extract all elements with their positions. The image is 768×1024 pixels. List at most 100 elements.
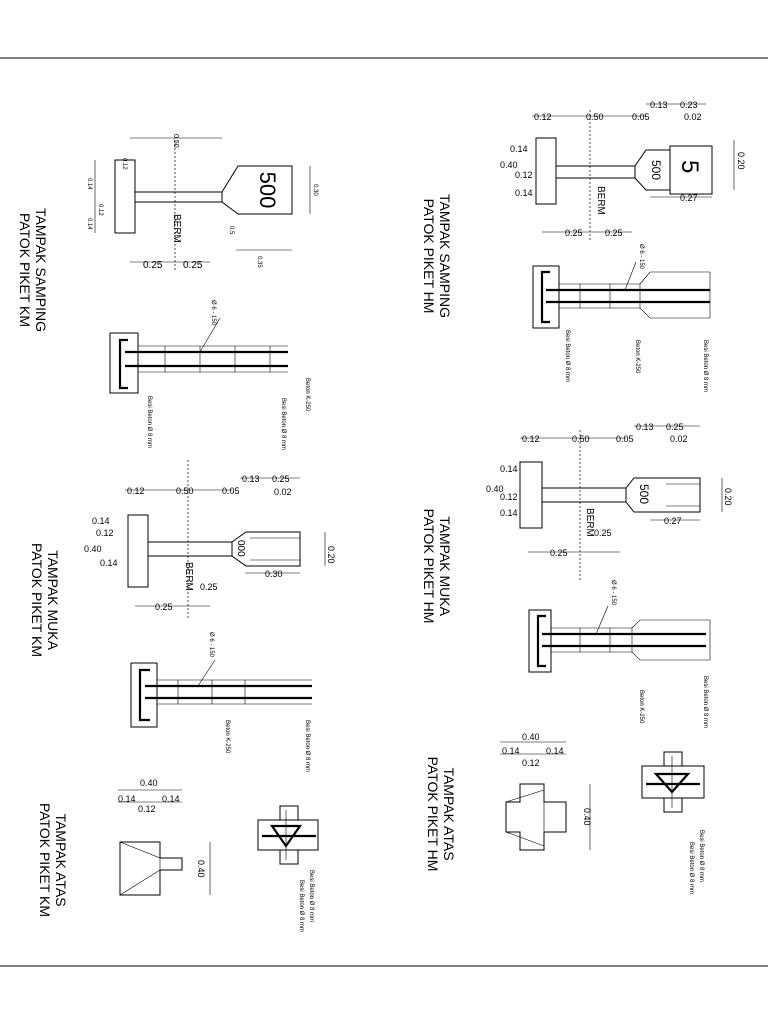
dim-label: 0.12 [97, 204, 103, 216]
dim-label: 0.12 [500, 492, 518, 502]
dim-label: 0.20 [736, 152, 746, 170]
side-view-km: 500 BERM 0.50 0.12 0.14 0.12 0.14 0.30 0… [86, 134, 318, 271]
tie-label: Ø 6 - 150 [208, 632, 214, 658]
title-muka-hm-line2: PATOK PIKET HM [421, 509, 437, 624]
rebar-label: Besi Beton Ø 8 mm [304, 720, 310, 772]
dim-label: 0.14 [92, 516, 110, 526]
dim-label: 0.02 [670, 434, 688, 444]
dim-label: 0.12 [522, 434, 540, 444]
side-rebar-km: Ø 6 - 150 Beton K-250 Besi Beton Ø 8 mm … [109, 300, 310, 450]
dim-label: 0.12 [522, 758, 540, 768]
side-rebar-hm: Ø 6 - 150 Beton K-250 Besi Beton Ø 8 mm … [532, 244, 711, 392]
dim-label: 0.25 [183, 260, 203, 271]
km-front-plate [231, 531, 301, 567]
dim-label: 0.14 [86, 218, 92, 230]
dim-label: 0.25 [143, 260, 163, 271]
hm-number-plate [669, 145, 713, 195]
title-muka-km: TAMPAK MUKA PATOK PIKET KM [29, 543, 61, 657]
dim-label: 0.40 [196, 860, 206, 878]
front-view-km: 000 BERM 0.12 0.50 0.05 0.13 0.25 0.02 0… [84, 460, 336, 620]
dim-label: 0.5 [228, 226, 234, 235]
dim-label: 0.14 [510, 144, 528, 154]
title-muka-km-line2: PATOK PIKET KM [29, 543, 45, 657]
dim-label: 0.30 [265, 569, 283, 579]
tie-label: Ø 6 - 150 [610, 580, 616, 606]
rebar-label: Besi Beton Ø 8 mm [146, 396, 152, 448]
km-front-plate-number: 000 [235, 540, 246, 557]
title-atas-hm-line1: TAMPAK ATAS [441, 767, 457, 860]
dim-label: 0.14 [515, 188, 533, 198]
tie-label: Ø 6 - 150 [210, 300, 216, 326]
dim-label: 0.14 [502, 746, 520, 756]
title-atas-km: TAMPAK ATAS PATOK PIKET KM [37, 803, 69, 917]
dim-label: 0.20 [326, 546, 336, 564]
dim-label: 0.40 [84, 544, 102, 554]
dim-label: 0.13 [242, 474, 260, 484]
title-samping-hm-line1: TAMPAK SAMPING [437, 194, 453, 318]
tie-label: Ø 6 - 150 [638, 244, 644, 270]
rebar-label: Besi Beton Ø 8 mm [702, 340, 708, 392]
dim-label: 0.12 [121, 158, 127, 170]
dim-label: 0.27 [680, 193, 698, 203]
rebar-label: Besi Beton Ø 8 mm [280, 398, 286, 450]
hm-front-plate-label: 500 [637, 484, 651, 504]
km-plate [221, 165, 293, 215]
rebar-label: Besi Beton Ø 8 mm [698, 830, 704, 882]
berm-label: BERM [584, 508, 595, 537]
rebar-label: Besi Beton Ø 8 mm [298, 880, 304, 932]
title-muka-hm-line1: TAMPAK MUKA [437, 516, 453, 616]
dim-label: 0.14 [546, 746, 564, 756]
rebar-label: Besi Beton Ø 8 mm [688, 842, 694, 894]
dim-label: 0.27 [664, 516, 682, 526]
title-muka-hm: TAMPAK MUKA PATOK PIKET HM [421, 509, 453, 624]
dim-label: 0.12 [534, 112, 552, 122]
title-atas-hm: TAMPAK ATAS PATOK PIKET HM [425, 757, 457, 872]
concrete-label: Beton K-250 [634, 340, 640, 374]
rebar-label: Besi Beton Ø 8 mm [564, 330, 570, 382]
hm-side-plate-label: 500 [649, 160, 663, 180]
dim-label: 0.25 [550, 548, 568, 558]
dim-label: 0.50 [172, 134, 179, 148]
title-samping-hm-line2: PATOK PIKET HM [421, 199, 437, 314]
title-samping-km-line2: PATOK PIKET KM [17, 213, 33, 327]
dim-label: 0.40 [582, 808, 592, 826]
dim-label: 0.12 [127, 486, 145, 496]
dim-label: 0.23 [680, 100, 698, 110]
title-atas-hm-line2: PATOK PIKET HM [425, 757, 441, 872]
front-view-hm: 500 BERM 0.12 0.50 0.05 0.13 0.25 0.02 0… [486, 422, 733, 582]
km-plate-number: 500 [255, 172, 280, 209]
dim-label: 0.40 [486, 484, 504, 494]
concrete-label: Beton K-250 [638, 690, 644, 724]
dim-label: 0.12 [515, 170, 533, 180]
dim-label: 0.30 [312, 184, 318, 196]
title-muka-km-line1: TAMPAK MUKA [45, 550, 61, 650]
dim-label: 0.25 [155, 602, 173, 612]
dim-label: 0.13 [650, 100, 668, 110]
dim-label: 0.12 [138, 804, 156, 814]
dim-label: 0.25 [200, 582, 218, 592]
dim-label: 0.50 [176, 486, 194, 496]
dim-label: 0.05 [222, 486, 240, 496]
dim-label: 0.14 [500, 508, 518, 518]
title-atas-km-line1: TAMPAK ATAS [53, 813, 69, 906]
top-view-hm: 0.40 0.14 0.14 0.12 0.40 [500, 732, 592, 851]
dim-label: 0.02 [684, 112, 702, 122]
top-rebar-hm: Besi Beton Ø 8 mm Besi Beton Ø 8 mm [641, 751, 705, 894]
title-atas-km-line2: PATOK PIKET KM [37, 803, 53, 917]
dim-label: 0.25 [605, 228, 623, 238]
dim-label: 0.25 [594, 528, 612, 538]
berm-label: BERM [595, 186, 606, 215]
concrete-label: Beton K-250 [224, 720, 230, 754]
dim-label: 0.14 [500, 464, 518, 474]
dim-label: 0.14 [118, 794, 136, 804]
dim-label: 0.20 [723, 488, 733, 506]
side-view-hm: 500 5 BERM 0.12 0.50 0.05 0.13 0.23 0.02… [500, 100, 746, 240]
dim-label: 0.05 [616, 434, 634, 444]
dim-label: 0.25 [666, 422, 684, 432]
berm-label: BERM [171, 214, 182, 243]
dim-label: 0.40 [500, 160, 518, 170]
front-rebar-km: Ø 6 - 150 Beton K-250 Besi Beton Ø 8 mm [130, 632, 312, 772]
rebar-label: Besi Beton Ø 8 mm [308, 870, 314, 922]
dim-label: 0.05 [632, 112, 650, 122]
top-view-km: 0.40 0.14 0.14 0.12 0.40 [118, 778, 211, 896]
